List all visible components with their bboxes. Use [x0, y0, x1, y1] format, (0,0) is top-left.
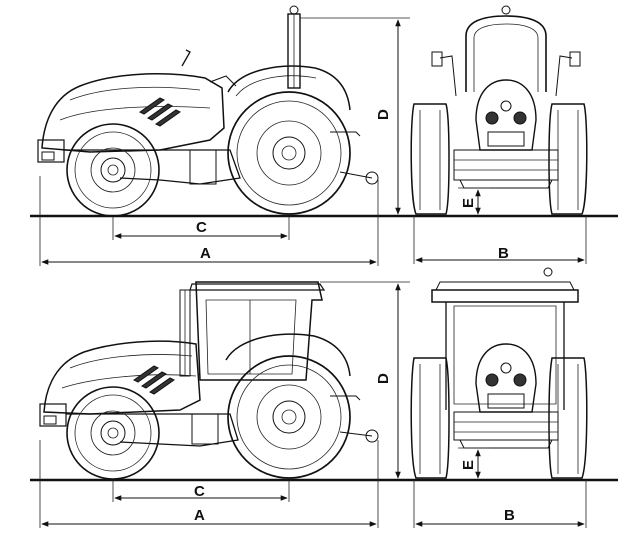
- dimension-lines-bottom-side: [39, 281, 410, 528]
- tractor-side-view-rollbar: [37, 5, 379, 217]
- dim-label-c-bottom: C: [194, 483, 205, 500]
- dim-label-c-top: C: [196, 219, 207, 236]
- tractor-side-view-cab: [39, 281, 379, 480]
- dim-label-d-top: D: [375, 109, 392, 120]
- tractor-front-view-rollbar: [410, 5, 588, 215]
- tractor-front-view-cab: [410, 267, 588, 479]
- dim-label-e-top: E: [460, 198, 477, 208]
- dim-label-b-bottom: B: [504, 507, 515, 524]
- dim-label-e-bottom: E: [460, 460, 477, 470]
- dim-label-a-bottom: A: [194, 507, 205, 524]
- dim-label-a-top: A: [200, 245, 211, 262]
- dimension-lines-top-side: [39, 17, 410, 266]
- dimension-lines-top-front: [413, 187, 587, 264]
- dim-label-d-bottom: D: [375, 373, 392, 384]
- dim-label-b-top: B: [498, 245, 509, 262]
- dimension-lines-bottom-front: [413, 447, 587, 528]
